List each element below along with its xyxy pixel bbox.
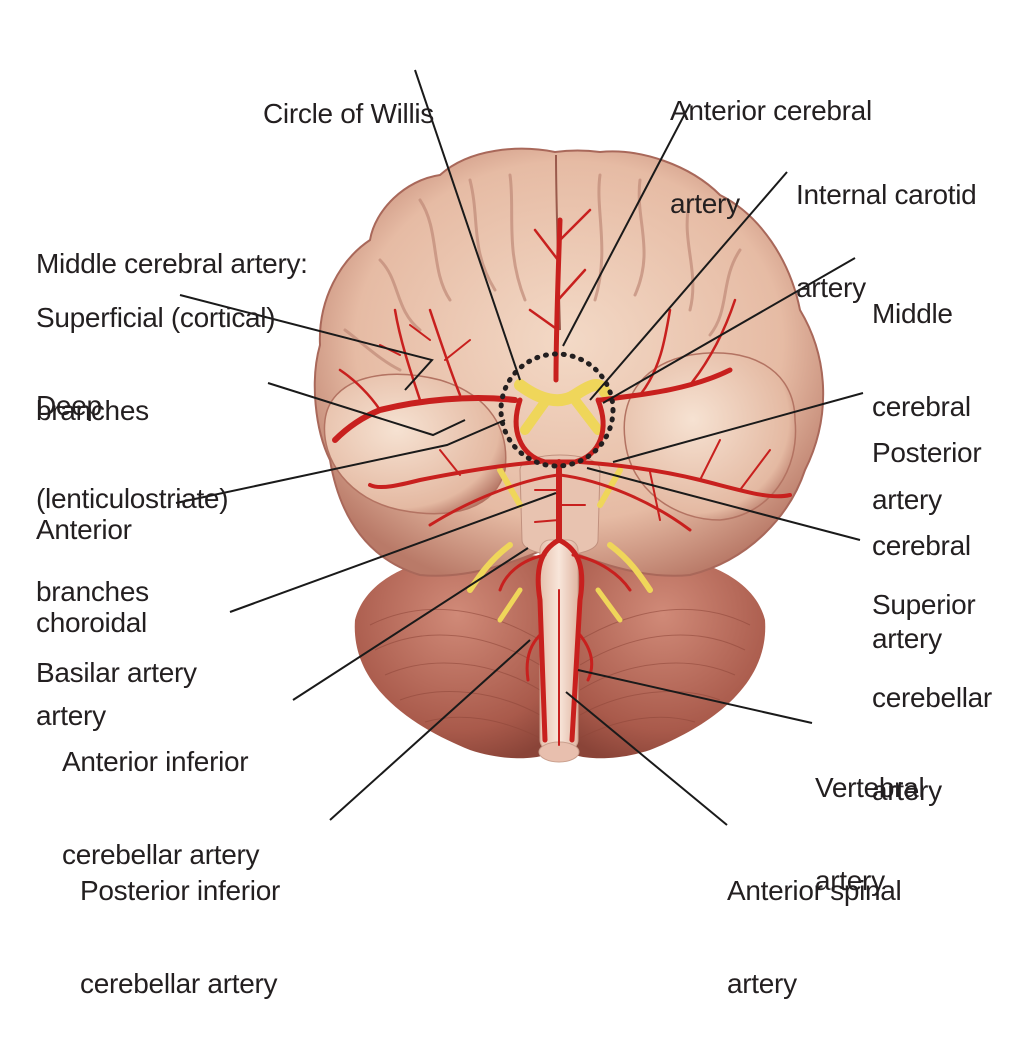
leader-anterior-cerebral xyxy=(562,103,691,347)
cranial-nerves xyxy=(467,379,653,623)
brain-arteries-diagram: Circle of Willis Anterior cerebral arter… xyxy=(36,69,992,999)
label-anterior-cerebral-artery: Anterior cerebral artery xyxy=(670,95,872,219)
vertebral-artery xyxy=(535,537,562,743)
leader-middle-cerebral xyxy=(602,257,856,404)
leader-circle-of-willis xyxy=(414,69,521,381)
temporal-lobe-left xyxy=(323,373,507,515)
leader-anterior-choroidal xyxy=(175,419,506,504)
leader-internal-carotid xyxy=(589,171,788,401)
label-superficial-branches: Superficial (cortical) branches xyxy=(36,302,276,426)
anterior-inferior-cerebellar-artery xyxy=(498,553,632,592)
arteries xyxy=(332,208,792,746)
leader-lines xyxy=(175,69,864,826)
leader-vertebral xyxy=(577,669,813,724)
leader-superior-cerebellar xyxy=(586,467,861,541)
label-vertebral-artery: Vertebral artery xyxy=(815,772,925,896)
label-posterior-inferior-cerebellar-artery: Posterior inferior cerebellar artery xyxy=(80,875,281,999)
gyri xyxy=(343,173,742,372)
posterior-inferior-cerebellar-artery xyxy=(525,633,594,682)
label-middle-cerebral-artery: Middle cerebral artery xyxy=(872,298,971,515)
label-middle-cerebral-heading: Middle cerebral artery: xyxy=(36,248,308,279)
temporal-lobe-right xyxy=(623,352,797,521)
middle-cerebral-artery-left xyxy=(332,395,518,443)
cerebellar-folia xyxy=(369,608,751,739)
label-internal-carotid-artery: Internal carotid artery xyxy=(796,179,977,303)
label-deep-branches: Deep (lenticulostriate) branches xyxy=(36,390,229,607)
middle-cerebral-artery-right xyxy=(597,367,733,403)
circle-of-willis-outline xyxy=(498,351,616,469)
label-posterior-cerebral-artery: Posterior cerebral artery xyxy=(872,437,982,654)
leader-superficial-branches xyxy=(179,294,434,391)
brain-illustration xyxy=(175,69,864,826)
label-basilar-artery: Basilar artery xyxy=(36,657,197,688)
label-superior-cerebellar-artery: Superior cerebellar artery xyxy=(872,589,992,806)
leader-anterior-spinal xyxy=(565,691,728,826)
label-anterior-choroidal-artery: Anterior choroidal artery xyxy=(36,514,147,731)
leader-basilar xyxy=(229,492,557,613)
label-anterior-inferior-cerebellar-artery: Anterior inferior cerebellar artery xyxy=(62,746,260,870)
leader-posterior-inferior-cerebellar xyxy=(329,639,531,821)
leader-anterior-inferior-cerebellar xyxy=(292,547,529,701)
leader-deep-branches xyxy=(267,382,466,437)
leader-posterior-cerebral xyxy=(612,392,864,463)
label-anterior-spinal-artery: Anterior spinal artery xyxy=(727,875,902,999)
label-circle-of-willis: Circle of Willis xyxy=(263,98,434,129)
